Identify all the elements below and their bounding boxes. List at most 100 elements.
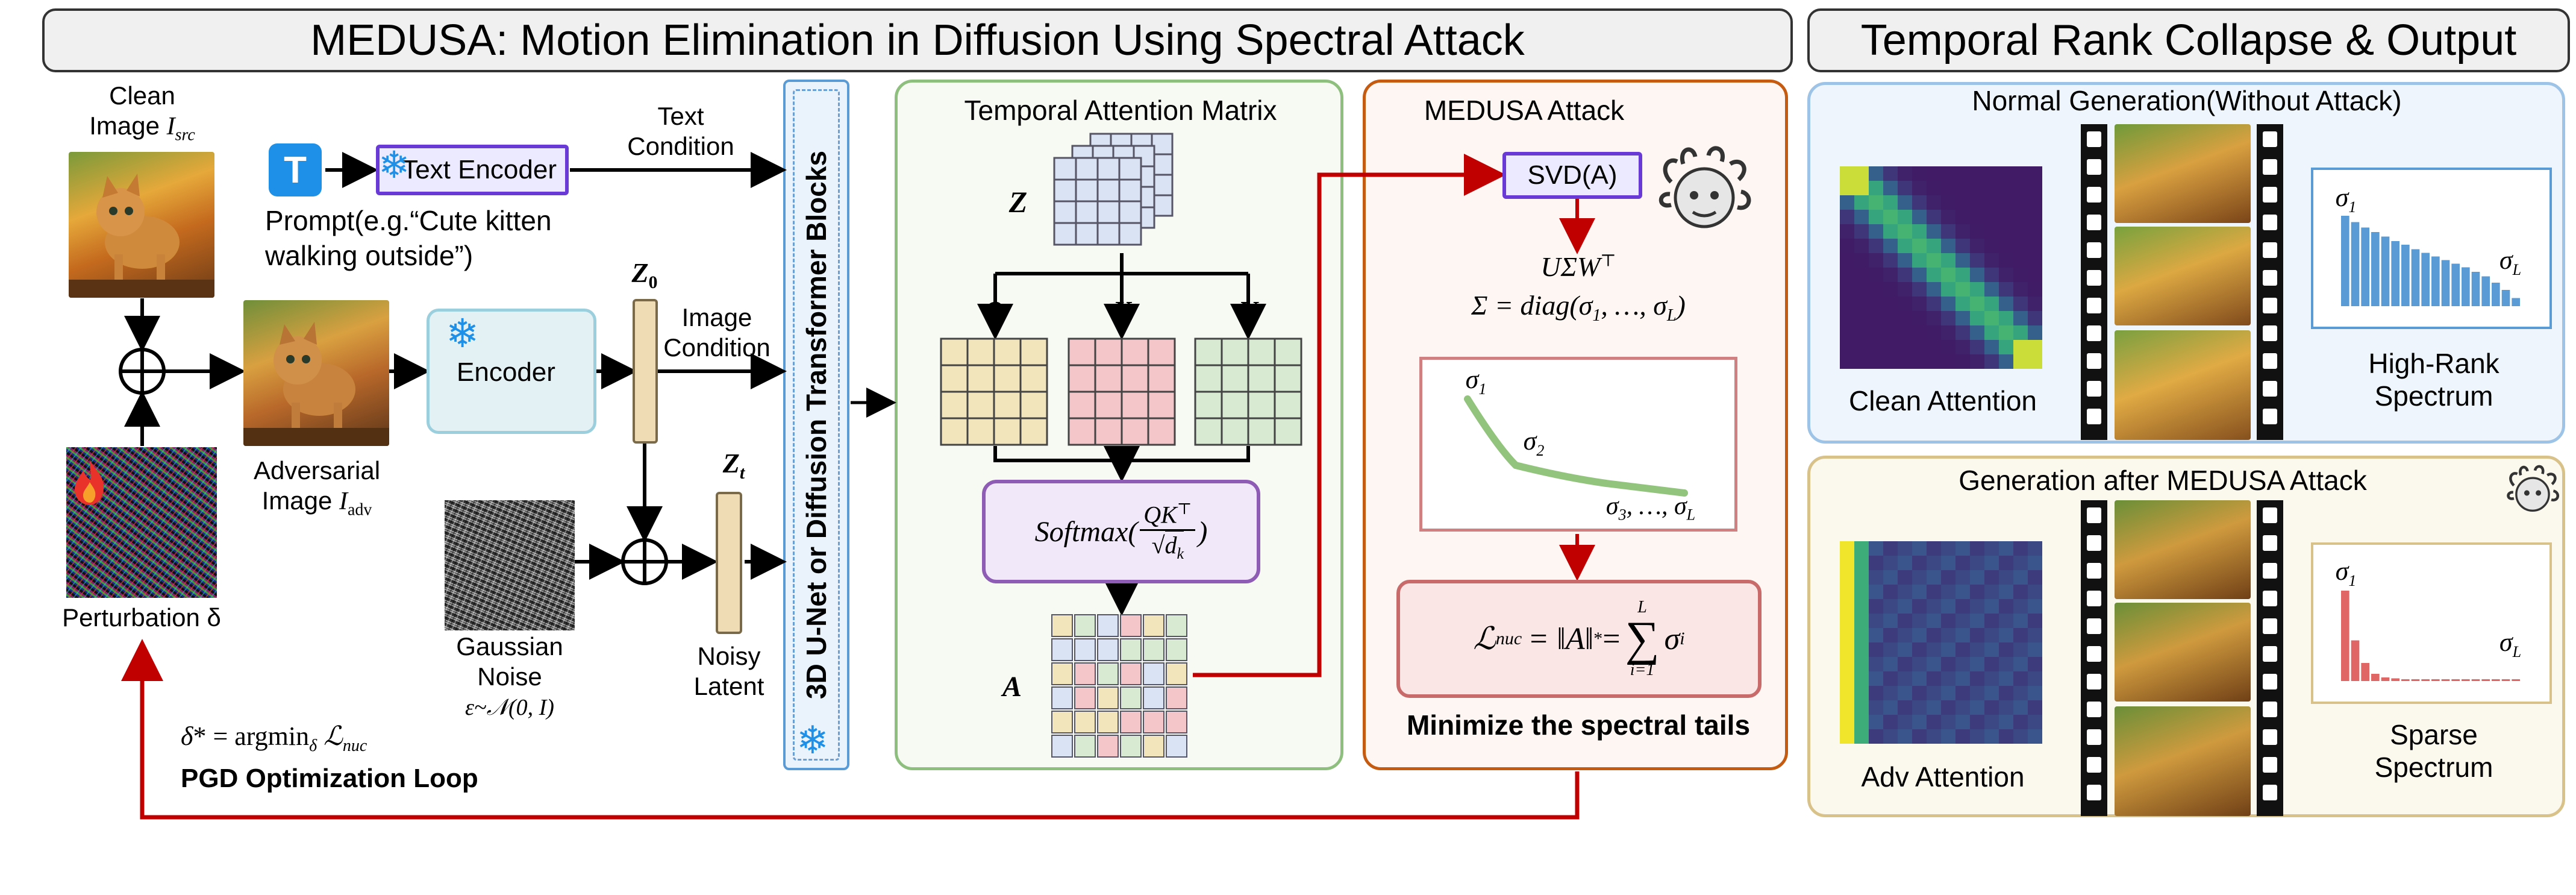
film-hole [2263, 785, 2277, 800]
spectrum-bar [2481, 276, 2490, 306]
heatmap-cell [1984, 181, 1999, 196]
heatmap-cell [1898, 657, 1913, 672]
heatmap-cell [1984, 195, 1999, 210]
text-condition-label: Text Condition [602, 101, 759, 161]
heatmap-cell [1984, 729, 1999, 744]
a-matrix-cell [1166, 614, 1187, 637]
heatmap-cell [1883, 671, 1898, 686]
heatmap-cell [2013, 729, 2028, 744]
a-matrix-cell [1074, 614, 1096, 637]
heatmap-cell [1898, 715, 1913, 730]
matrix-cell [1019, 417, 1048, 446]
a-matrix-cell [1074, 735, 1096, 758]
heatmap-cell [1999, 325, 2014, 341]
heatmap-cell [1999, 671, 2014, 686]
noisy-l1: Noisy [697, 642, 761, 670]
high-rank-l1: High-Rank [2368, 348, 2499, 379]
heatmap-cell [1840, 570, 1855, 585]
heatmap-cell [1984, 541, 1999, 556]
heatmap-cell [1970, 297, 1985, 312]
matrix-cell [1151, 153, 1174, 176]
a-matrix-cell [1143, 638, 1165, 661]
heatmap-cell [1941, 224, 1956, 239]
text-encoder-label: Text Encoder [402, 155, 557, 184]
heatmap-cell [1883, 686, 1898, 701]
heatmap-cell [1984, 210, 1999, 225]
a-matrix-cell [1097, 735, 1119, 758]
a-matrix-cell [1097, 686, 1119, 709]
heatmap-cell [1927, 166, 1942, 181]
a-matrix-cell [1097, 638, 1119, 661]
medusa-title-text: MEDUSA Attack [1424, 95, 1625, 126]
heatmap-cell [1970, 354, 1985, 369]
heatmap-cell [1869, 599, 1884, 614]
heatmap-cell [1869, 628, 1884, 643]
heatmap-cell [2028, 556, 2042, 571]
heatmap-cell [1898, 224, 1913, 239]
heatmap-cell [1898, 671, 1913, 686]
heatmap-cell [1984, 166, 1999, 181]
a-matrix-cell [1051, 638, 1073, 661]
filmstrip-left-after [2081, 500, 2107, 816]
noisy-latent-label: Noisy Latent [669, 641, 789, 701]
heatmap-cell [1898, 729, 1913, 744]
heatmap-cell [1869, 253, 1884, 268]
heatmap-cell [1984, 268, 1999, 283]
heatmap-cell [1955, 195, 1971, 210]
heatmap-cell [1955, 570, 1971, 585]
encoder-snowflake-icon: ❄ [446, 311, 480, 356]
heatmap-cell [1927, 340, 1942, 355]
matrix-cell [1094, 391, 1123, 419]
after-title: Generation after MEDUSA Attack [1813, 464, 2512, 497]
dk-subscript: k [1177, 544, 1184, 562]
heatmap-cell [1984, 311, 1999, 326]
heatmap-cell [1955, 210, 1971, 225]
heatmap-cell [1912, 556, 1927, 571]
film-hole [2087, 298, 2101, 313]
heatmap-cell [1955, 541, 1971, 556]
matrix-cell [1019, 364, 1048, 393]
matrix-cell [1121, 364, 1149, 393]
heatmap-cell [2013, 195, 2028, 210]
heatmap-cell [1927, 729, 1942, 744]
spectrum-bar [2501, 290, 2510, 306]
heatmap-cell [1999, 239, 2014, 254]
heatmap-cell [1999, 311, 2014, 326]
sum-bottom: i=1 [1630, 661, 1655, 679]
film-hole [2263, 507, 2277, 523]
k-symbol: K [1113, 296, 1131, 325]
k-matrix [1068, 338, 1176, 446]
dk-text: d [1165, 531, 1177, 559]
heatmap-cell [1898, 325, 1913, 341]
heatmap-cell [1869, 729, 1884, 744]
heatmap-cell [1854, 570, 1869, 585]
sparse-sigmaL: σL [2499, 627, 2522, 661]
matrix-cell [1147, 417, 1176, 446]
heatmap-cell [1955, 354, 1971, 369]
heatmap-cell [1970, 195, 1985, 210]
spectrum-bar [2462, 679, 2470, 681]
spectrum-bar [2481, 679, 2490, 681]
heatmap-cell [1840, 354, 1855, 369]
heatmap-cell [2013, 715, 2028, 730]
spectrum-bar [2371, 232, 2380, 306]
heatmap-cell [1999, 282, 2014, 297]
film-hole [2263, 702, 2277, 717]
pgd-loss: ℒ [317, 721, 343, 751]
after-frame-2 [2115, 603, 2251, 702]
spectrum-bar [2512, 679, 2520, 681]
pgd-label-text: PGD Optimization Loop [181, 764, 478, 793]
heatmap-cell [1999, 570, 2014, 585]
heatmap-cell [1984, 340, 1999, 355]
sigma-mid-text: , …, σ [1601, 290, 1667, 321]
heatmap-cell [1912, 599, 1927, 614]
heatmap-cell [1970, 181, 1985, 196]
heatmap-cell [2013, 700, 2028, 715]
heatmap-cell [1854, 181, 1869, 196]
matrix-cell [1194, 391, 1223, 419]
film-hole [2087, 563, 2101, 579]
heatmap-cell [1840, 239, 1855, 254]
a-matrix-cell [1120, 711, 1142, 733]
normal-frame-1 [2115, 124, 2251, 223]
heatmap-cell [2028, 642, 2042, 658]
